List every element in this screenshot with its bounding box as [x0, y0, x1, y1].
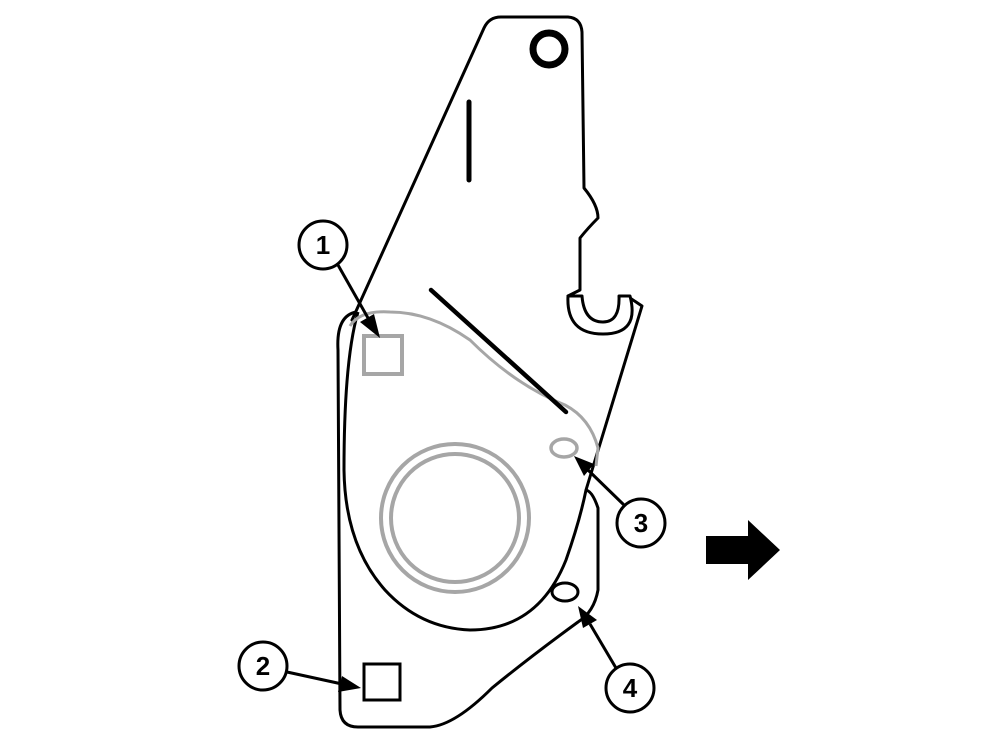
callout-circle: [615, 497, 667, 549]
top-mounting-hole: [529, 29, 569, 69]
oval-hole-4: [550, 581, 580, 603]
spline-bore-outer: [379, 442, 531, 594]
adjuster-arm-outline: [350, 15, 644, 492]
hidden-cover-outline: [348, 310, 600, 467]
callout-arrowhead: [574, 456, 594, 476]
callout-leader: [586, 468, 626, 507]
callout-circle: [237, 640, 289, 692]
callout-number: 1: [316, 230, 330, 260]
callout-arrowhead: [338, 676, 361, 692]
callout-3: 3: [574, 456, 667, 549]
callout-number: 2: [256, 651, 270, 681]
clevis-hook: [566, 294, 634, 336]
callout-circle: [604, 662, 656, 714]
callout-2: 2: [237, 640, 361, 692]
callout-leader: [286, 670, 343, 686]
housing-inner-arc: [342, 311, 588, 632]
callout-number: 4: [623, 673, 638, 703]
callout-circle: [297, 219, 349, 271]
spline-bore-inner: [389, 452, 521, 584]
callout-number: 3: [634, 508, 648, 538]
right-arrow-icon: [706, 520, 780, 580]
callout-leader: [336, 264, 370, 319]
callout-arrowhead: [360, 314, 380, 338]
callout-arrowhead: [578, 606, 597, 628]
diagonal-slot: [428, 287, 569, 415]
square-marker-2: [362, 662, 402, 702]
square-marker-1: [362, 334, 404, 376]
callout-1: 1: [297, 219, 380, 338]
callout-leader: [588, 623, 618, 669]
oval-hole-3: [549, 437, 579, 459]
housing-outline: [336, 310, 600, 729]
callout-4: 4: [578, 606, 656, 714]
